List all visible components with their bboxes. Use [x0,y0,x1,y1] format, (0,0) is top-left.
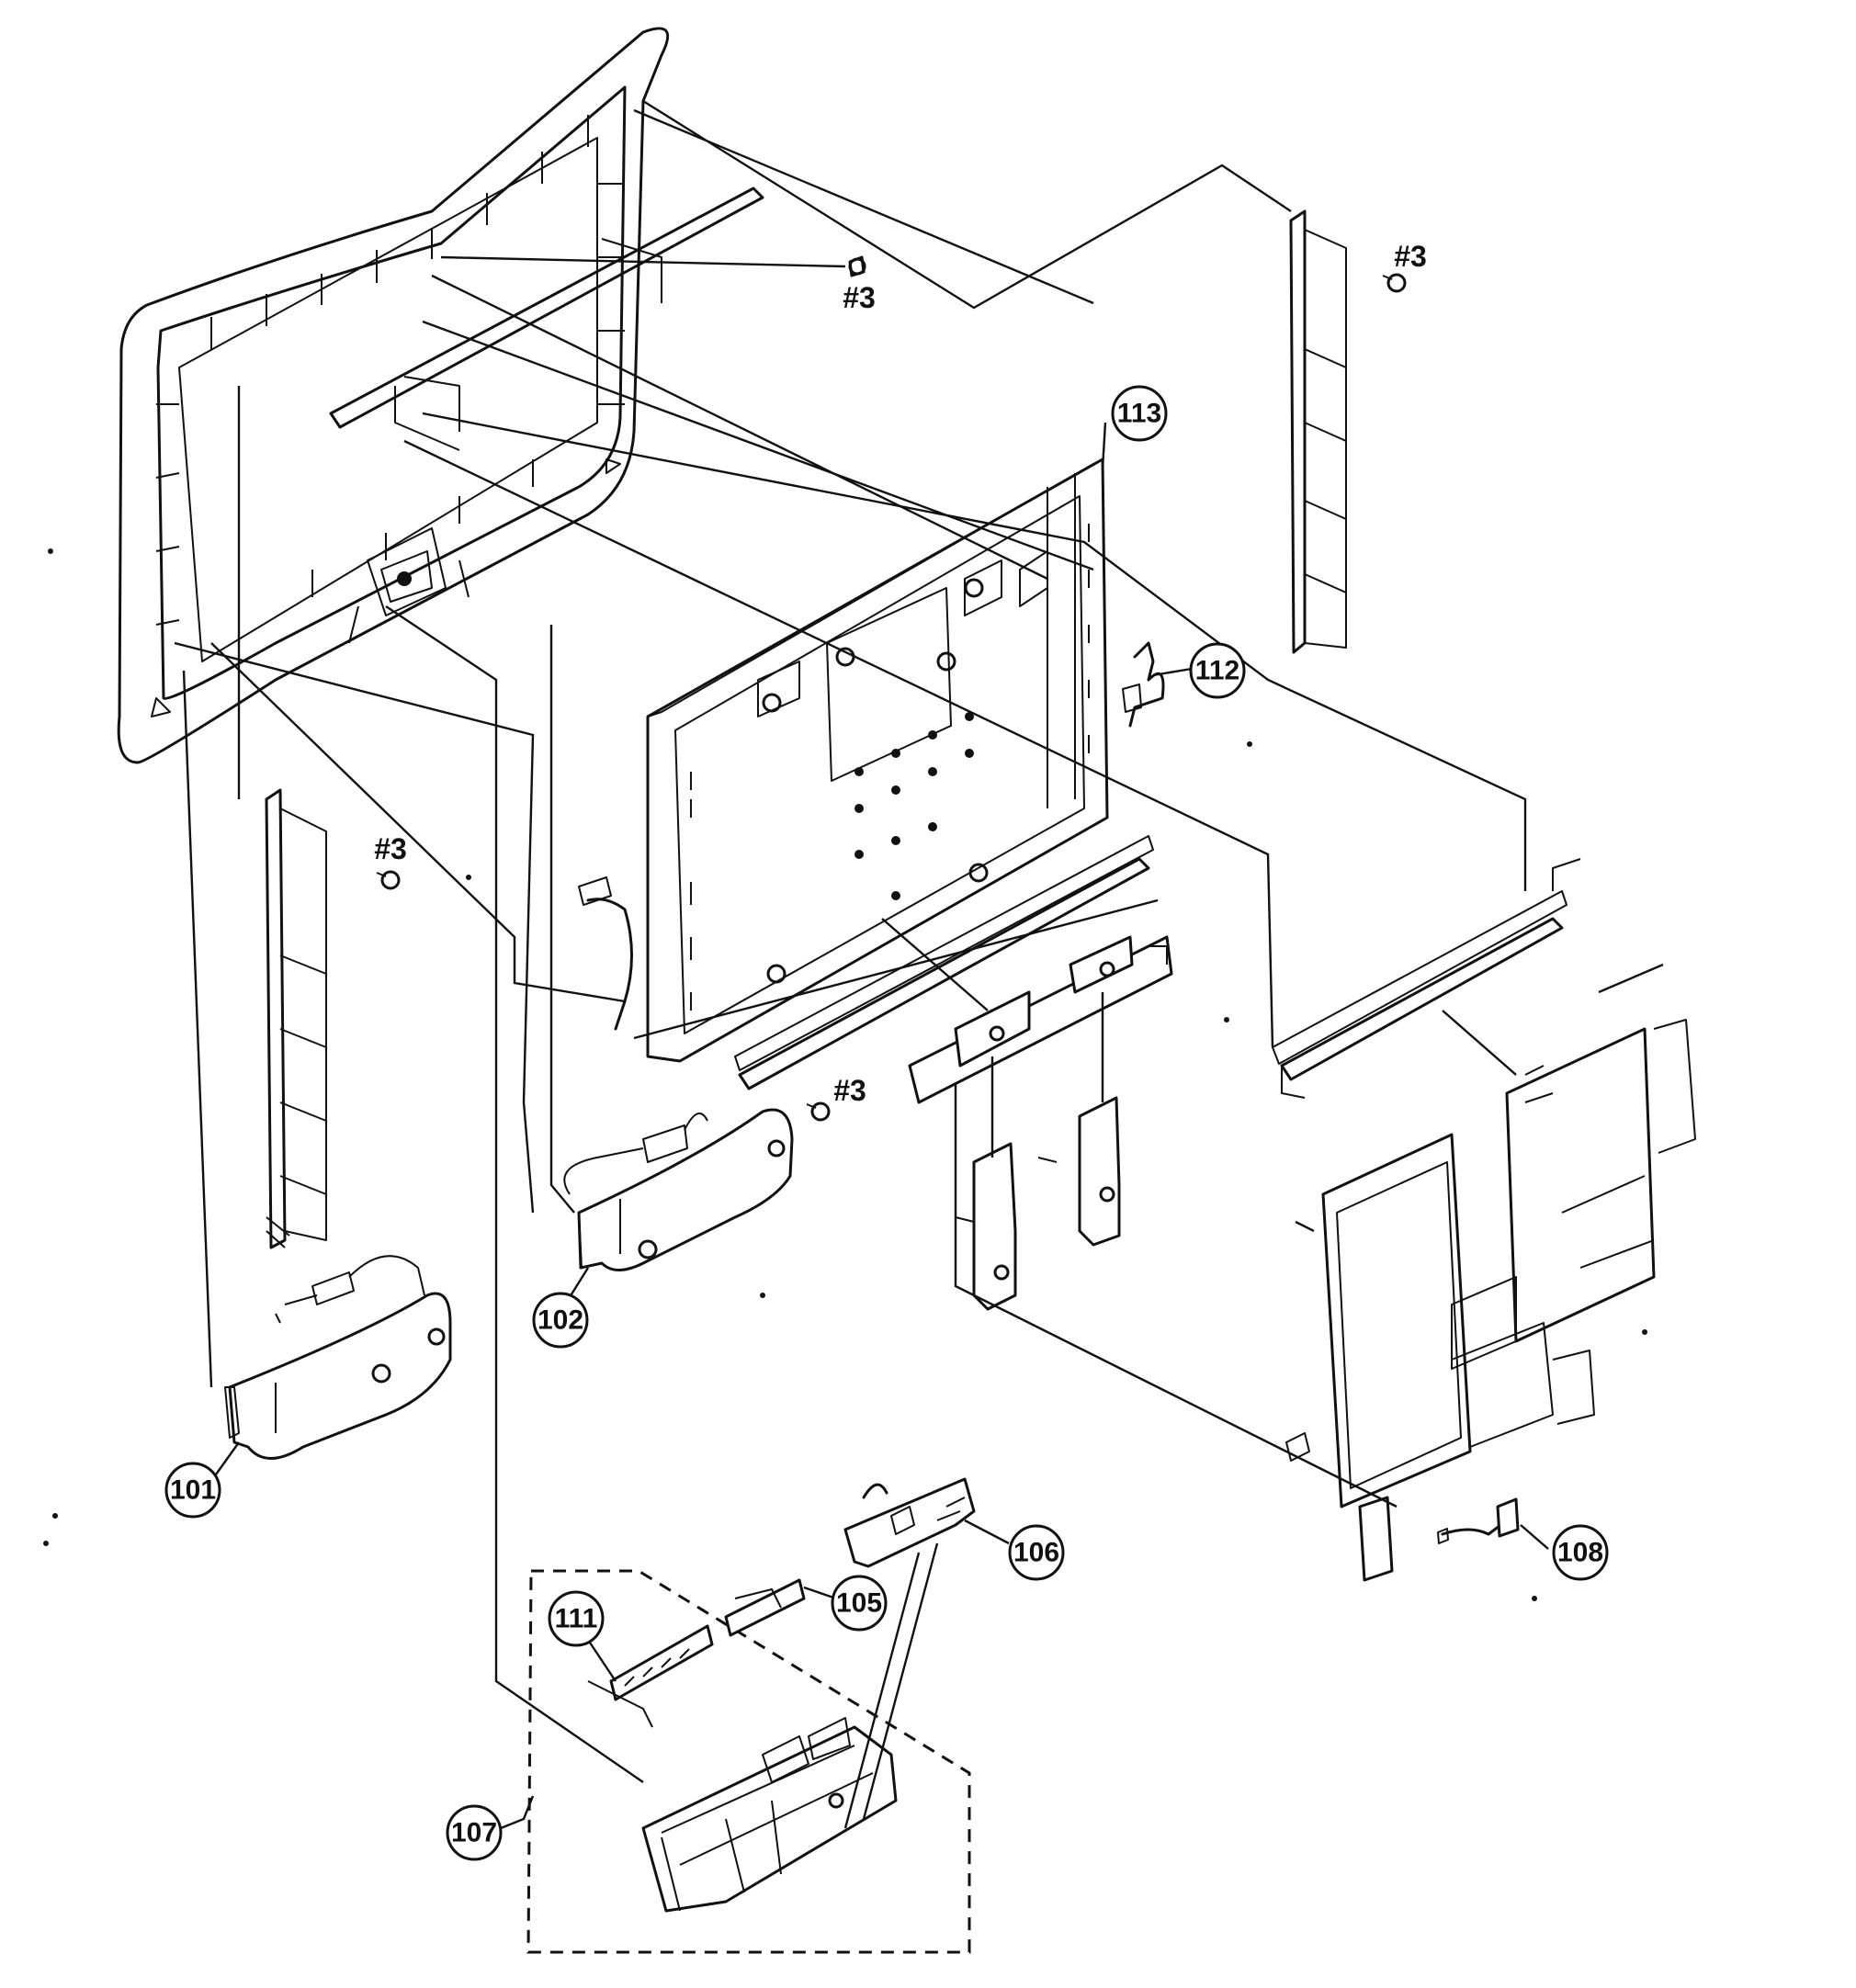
callout-102: 102 [532,1292,589,1349]
screw-label-lower: #3 [833,1074,866,1107]
callout-111: 111 [548,1590,605,1647]
callout-108: 108 [1552,1524,1609,1581]
callout-106-label: 106 [1013,1538,1059,1568]
callout-111-label: 111 [555,1604,598,1634]
screw-label-top-right: #3 [1394,240,1427,273]
screw-icon-lower [806,1101,831,1122]
cable-112 [1122,641,1165,728]
callout-112-label: 112 [1195,656,1239,686]
callout-108-label: 108 [1557,1538,1603,1568]
callout-112: 112 [1189,642,1246,699]
callout-113: 113 [1111,385,1168,442]
callout-101: 101 [164,1462,221,1519]
connector-108 [1437,1497,1520,1544]
screw-icon-top-right [1382,273,1407,293]
callout-101-label: 101 [170,1475,216,1506]
callout-106: 106 [1008,1524,1065,1581]
callout-105: 105 [831,1575,888,1632]
screw-icon-left [376,870,401,890]
stray-dots [43,548,1647,1601]
upper-crossbar [329,186,764,451]
screw-label-left: #3 [374,832,407,865]
callout-105-label: 105 [836,1588,882,1619]
chassis-frame-assembly [1272,858,1696,1582]
left-speaker-assembly [224,1255,452,1460]
control-unit-107-group [526,1477,976,1954]
callout-113-label: 113 [1117,399,1161,429]
callout-107-label: 107 [451,1818,497,1848]
callout-107: 107 [446,1804,503,1861]
explode-lines [174,99,1664,1829]
cable-left-panel [578,876,633,1031]
screw-label-top-center: #3 [843,281,876,314]
front-bezel-frame [117,27,670,764]
callout-leaders [215,422,1549,1830]
main-display-panel [646,457,1109,1063]
left-side-rail [265,788,327,1249]
right-side-rail [1289,209,1347,654]
right-speaker-assembly [563,1108,794,1271]
callout-102-label: 102 [538,1305,583,1336]
screw-icon-top-center [848,255,866,277]
